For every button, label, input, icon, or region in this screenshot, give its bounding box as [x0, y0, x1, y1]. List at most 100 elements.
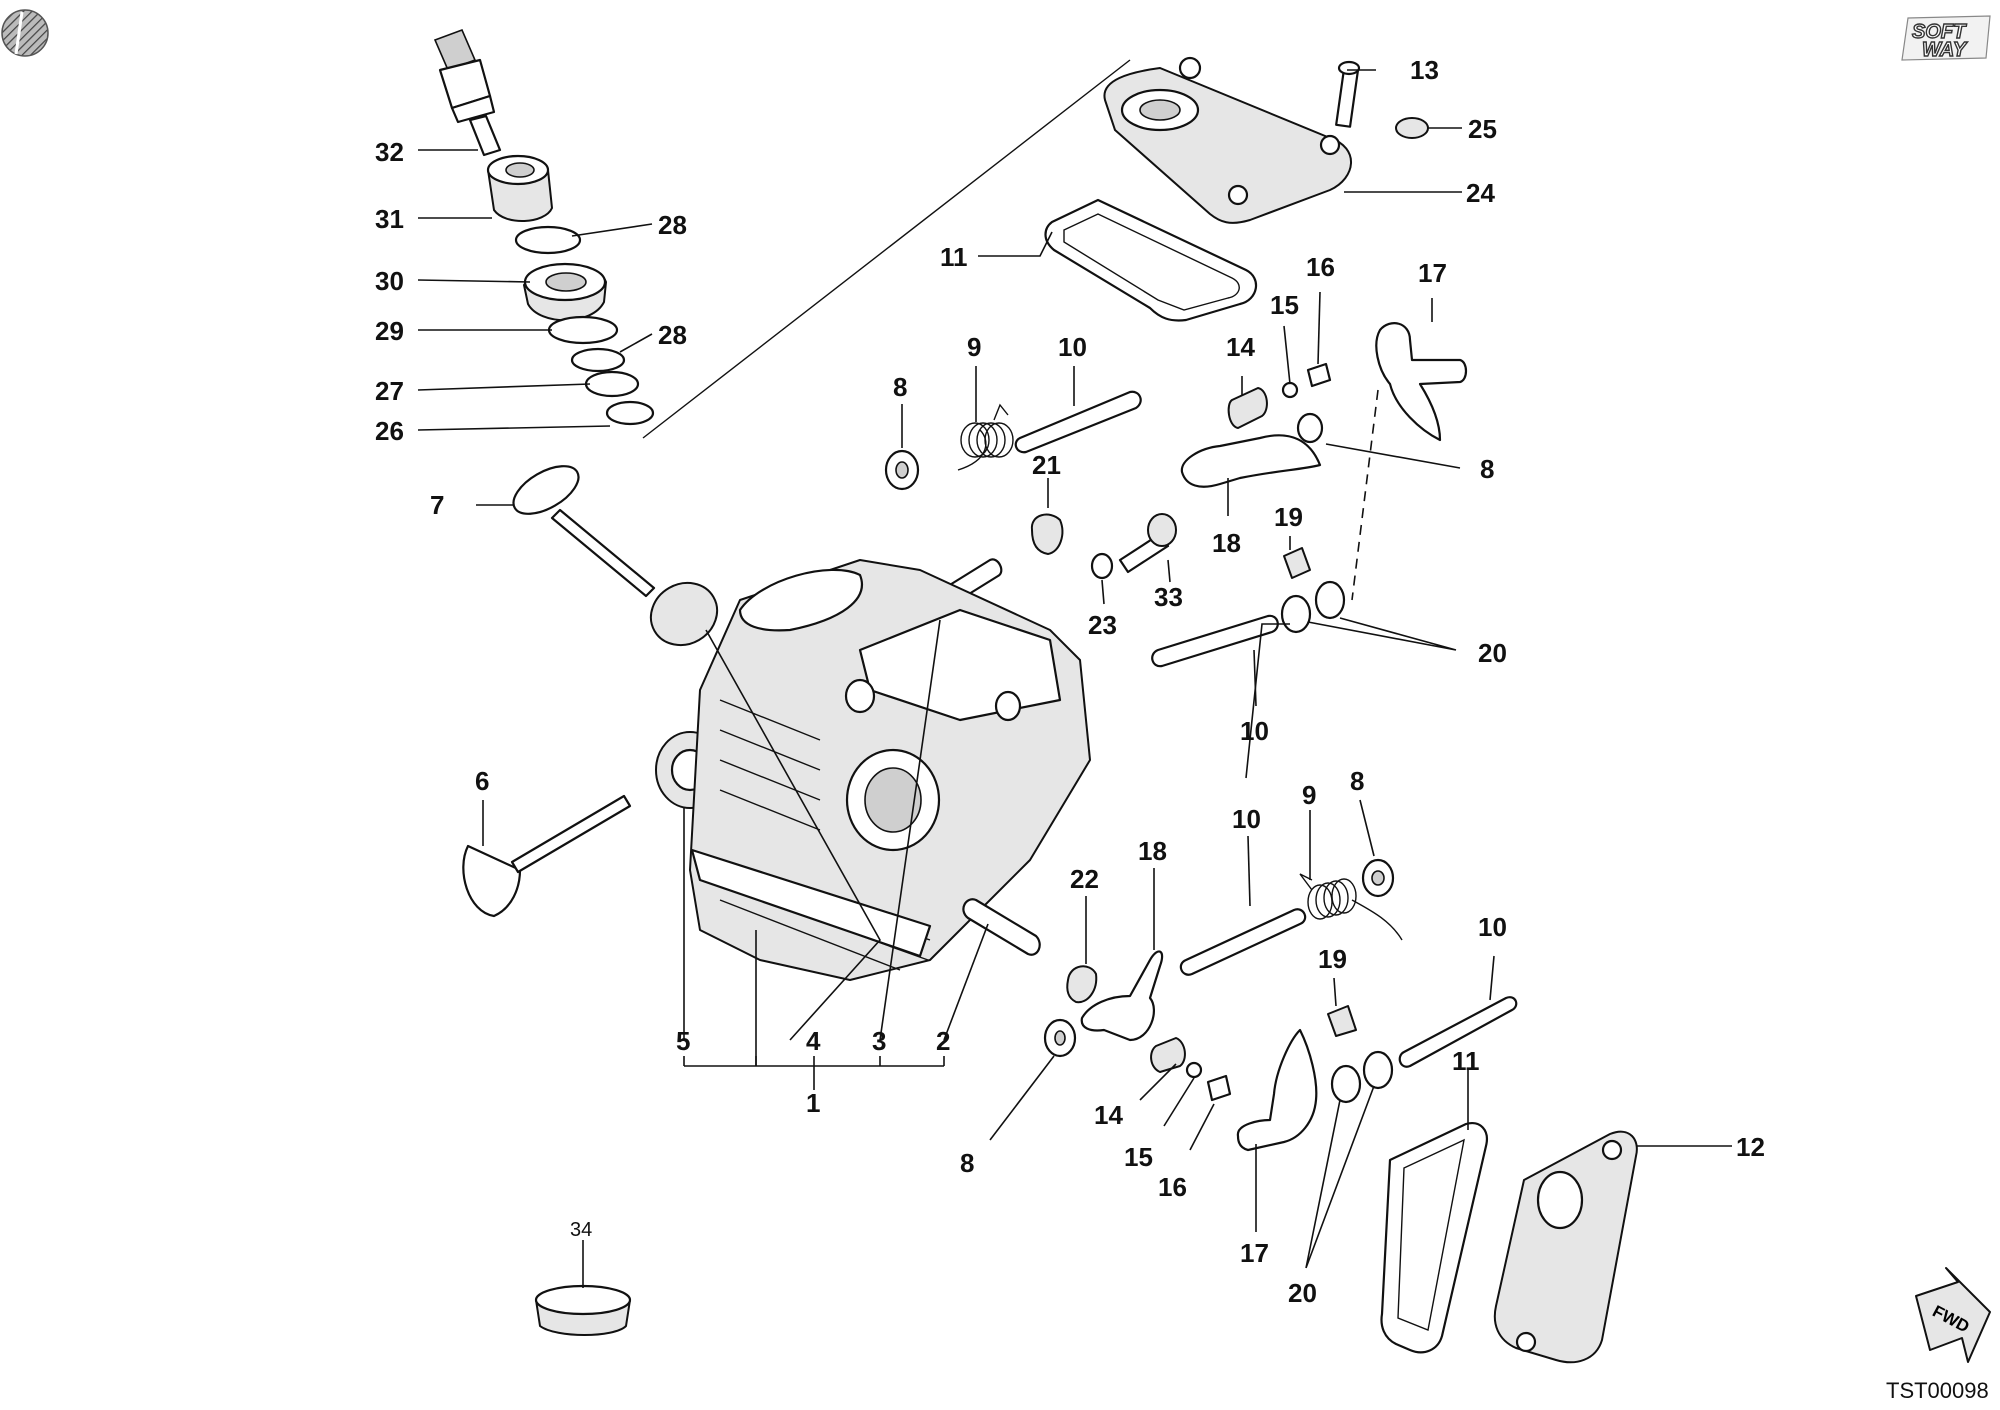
callout-12: 12 — [1736, 1132, 1765, 1162]
part-8-washer-a — [884, 449, 920, 491]
part-10-shaft-lower — [1179, 908, 1307, 976]
part-14-adjuster-lower — [1150, 1037, 1186, 1073]
callout-24: 24 — [1466, 178, 1495, 208]
callout-8-upper-right: 8 — [1480, 454, 1494, 484]
part-27-washer — [584, 370, 640, 398]
callout-26: 26 — [375, 416, 404, 446]
part-13-bolt — [1335, 60, 1361, 128]
part-28-oring-lower — [570, 347, 626, 373]
callout-3: 3 — [872, 1026, 886, 1056]
callout-11-upper: 11 — [940, 242, 968, 272]
callout-17-lower: 17 — [1240, 1238, 1269, 1268]
callout-13: 13 — [1410, 55, 1439, 85]
callout-7: 7 — [430, 490, 444, 520]
part-20-washers-upper — [1280, 580, 1346, 634]
callout-5: 5 — [676, 1026, 690, 1056]
callout-2: 2 — [936, 1026, 950, 1056]
callout-18-lower: 18 — [1138, 836, 1167, 866]
callout-23: 23 — [1088, 610, 1117, 640]
callout-14-lower: 14 — [1094, 1100, 1123, 1130]
callout-17-upper: 17 — [1418, 258, 1447, 288]
part-18-rocker-upper — [1180, 434, 1322, 488]
drawing-code: TST00098 — [1886, 1378, 1989, 1403]
callout-6: 6 — [475, 766, 489, 796]
part-11-gasket-upper — [1044, 198, 1257, 322]
callout-16-lower: 16 — [1158, 1172, 1187, 1202]
callout-4: 4 — [806, 1026, 821, 1056]
callout-15-upper: 15 — [1270, 290, 1299, 320]
callout-27: 27 — [375, 376, 404, 406]
callout-30: 30 — [375, 266, 404, 296]
part-17-lever-lower — [1236, 1028, 1318, 1152]
part-10-shaft-middle — [1151, 614, 1279, 668]
part-18-rocker-lower — [1080, 950, 1164, 1042]
part-16-cap-lower — [1206, 1074, 1232, 1102]
callout-19-upper: 19 — [1274, 502, 1303, 532]
part-23-washer — [1090, 552, 1114, 580]
callout-8-upper-left: 8 — [893, 372, 907, 402]
callout-28-lower: 28 — [658, 320, 687, 350]
part-17-lever-upper — [1375, 322, 1468, 442]
part-10-shaft-lower-right — [1398, 996, 1518, 1068]
part-16-cap-upper — [1306, 362, 1332, 388]
softway-logo: SOFT WAY — [1901, 15, 1991, 62]
part-30-seat — [523, 262, 607, 322]
callout-22: 22 — [1070, 864, 1099, 894]
fwd-direction-badge: FWD — [1915, 1267, 1991, 1363]
callout-25: 25 — [1468, 114, 1497, 144]
callout-16-upper: 16 — [1306, 252, 1335, 282]
callout-15-lower: 15 — [1124, 1142, 1153, 1172]
part-12-side-cover — [1493, 1130, 1638, 1364]
callout-32: 32 — [375, 137, 404, 167]
part-8-washer-b — [1296, 412, 1324, 444]
part-28-oring — [514, 225, 582, 255]
svg-text:WAY: WAY — [1922, 39, 1968, 61]
part-14-adjuster-upper — [1227, 387, 1268, 429]
callout-33: 33 — [1154, 582, 1183, 612]
callout-18-upper: 18 — [1212, 528, 1241, 558]
part-33-bolt — [1118, 513, 1177, 574]
leader-lines — [417, 69, 1732, 1288]
part-11-gasket-lower — [1380, 1122, 1488, 1354]
part-8-washer-d — [1361, 858, 1395, 898]
callout-14-upper: 14 — [1226, 332, 1255, 362]
callout-labels: 13 25 24 32 31 28 30 29 28 27 26 11 16 1… — [375, 55, 1989, 1403]
part-29-ring — [547, 315, 619, 345]
part-15-nut-upper — [1281, 381, 1299, 399]
part-2-guide — [962, 898, 1041, 956]
part-22-seal — [1066, 965, 1098, 1004]
part-9-spring-lower — [1299, 873, 1403, 941]
part-6-valve — [462, 794, 632, 918]
part-1-cylinder-head — [689, 559, 1091, 981]
callout-20-lower: 20 — [1288, 1278, 1317, 1308]
callout-10-lower-mid: 10 — [1232, 804, 1261, 834]
callout-29: 29 — [375, 316, 404, 346]
part-10-shaft-upper — [1014, 390, 1142, 454]
callout-31: 31 — [375, 204, 404, 234]
callout-10-lower-right: 10 — [1478, 912, 1507, 942]
part-19-bush-lower — [1327, 1005, 1357, 1037]
part-19-bush-upper — [1283, 547, 1311, 579]
callout-34: 34 — [570, 1219, 592, 1241]
callout-9-lower: 9 — [1302, 780, 1316, 810]
part-15-nut-lower — [1185, 1061, 1203, 1079]
part-26-circlip — [605, 400, 655, 426]
svg-text:SOFT: SOFT — [1912, 21, 1967, 43]
callout-20-upper: 20 — [1478, 638, 1507, 668]
callout-1: 1 — [806, 1088, 820, 1118]
part-25-plug — [1395, 117, 1429, 139]
hatched-circle-icon — [1, 9, 49, 57]
part-20-washers-lower — [1330, 1050, 1394, 1104]
part-7-valve — [512, 465, 656, 598]
callout-8-mid-right: 8 — [1350, 766, 1364, 796]
callout-21: 21 — [1032, 450, 1061, 480]
part-32-sender — [433, 28, 502, 157]
callout-19-lower: 19 — [1318, 944, 1347, 974]
part-8-washer-c — [1043, 1018, 1077, 1058]
part-9-spring-upper — [957, 403, 1014, 471]
part-31-fitting — [486, 154, 553, 223]
part-24-head-cover — [1103, 56, 1352, 224]
part-21-seal — [1030, 513, 1064, 555]
callout-9-upper: 9 — [967, 332, 981, 362]
